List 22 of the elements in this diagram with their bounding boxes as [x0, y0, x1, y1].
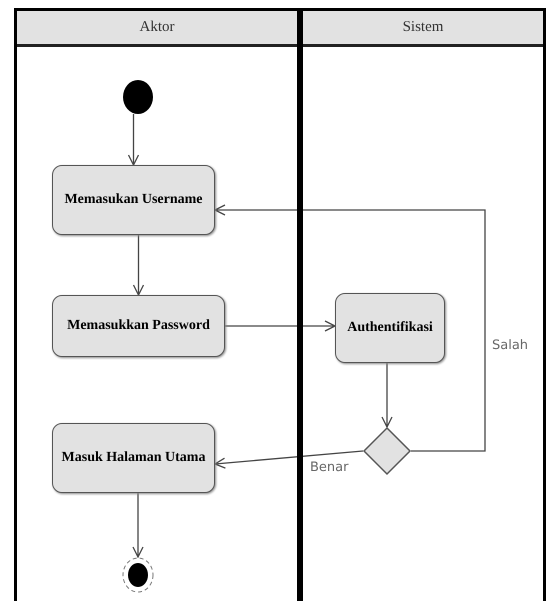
swimlane	[300, 8, 546, 601]
action-text: Masuk Halaman Utama	[60, 450, 206, 466]
action-text: Authentifikasi	[346, 320, 434, 336]
flow-arrow	[128, 114, 140, 166]
flow-arrow	[225, 320, 336, 332]
action-box	[335, 293, 445, 363]
flow-arrow	[132, 493, 144, 558]
decision-diamond	[363, 427, 411, 475]
flow-arrow	[132, 235, 144, 296]
flow-arrow	[214, 450, 364, 469]
action-box	[52, 165, 215, 235]
initial-node	[123, 80, 153, 114]
flow-arrow	[214, 204, 486, 452]
action-box	[52, 295, 225, 357]
action-text: Memasukan Username	[63, 192, 204, 208]
lane-header: Sistem	[303, 11, 543, 47]
lane-header: Aktor	[17, 11, 297, 47]
action-box	[52, 423, 215, 493]
swimlane	[14, 8, 300, 601]
flow-arrow	[381, 363, 393, 428]
action-text: Memasukkan Password	[66, 318, 211, 334]
final-node	[122, 557, 154, 593]
